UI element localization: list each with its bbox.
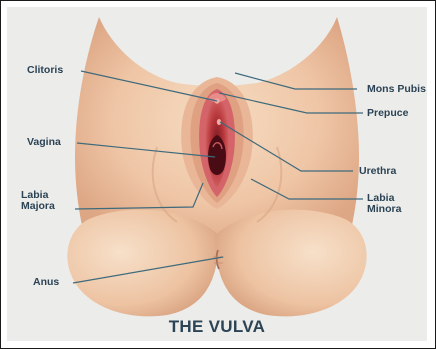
label-labia-minora: Labia Minora [367, 193, 401, 215]
label-anus: Anus [33, 277, 59, 288]
label-clitoris: Clitoris [27, 65, 63, 76]
diagram-panel: Clitoris Mons Pubis Prepuce Vagina Ureth… [7, 7, 427, 341]
label-labia-minora-line2: Minora [367, 204, 401, 215]
label-mons-pubis: Mons Pubis [367, 84, 426, 95]
label-prepuce: Prepuce [367, 108, 408, 119]
diagram-title: THE VULVA [7, 317, 427, 337]
label-labia-majora: Labia Majora [21, 190, 55, 212]
label-urethra: Urethra [359, 166, 396, 177]
label-labia-majora-line2: Majora [21, 201, 55, 212]
label-vagina: Vagina [27, 137, 61, 148]
